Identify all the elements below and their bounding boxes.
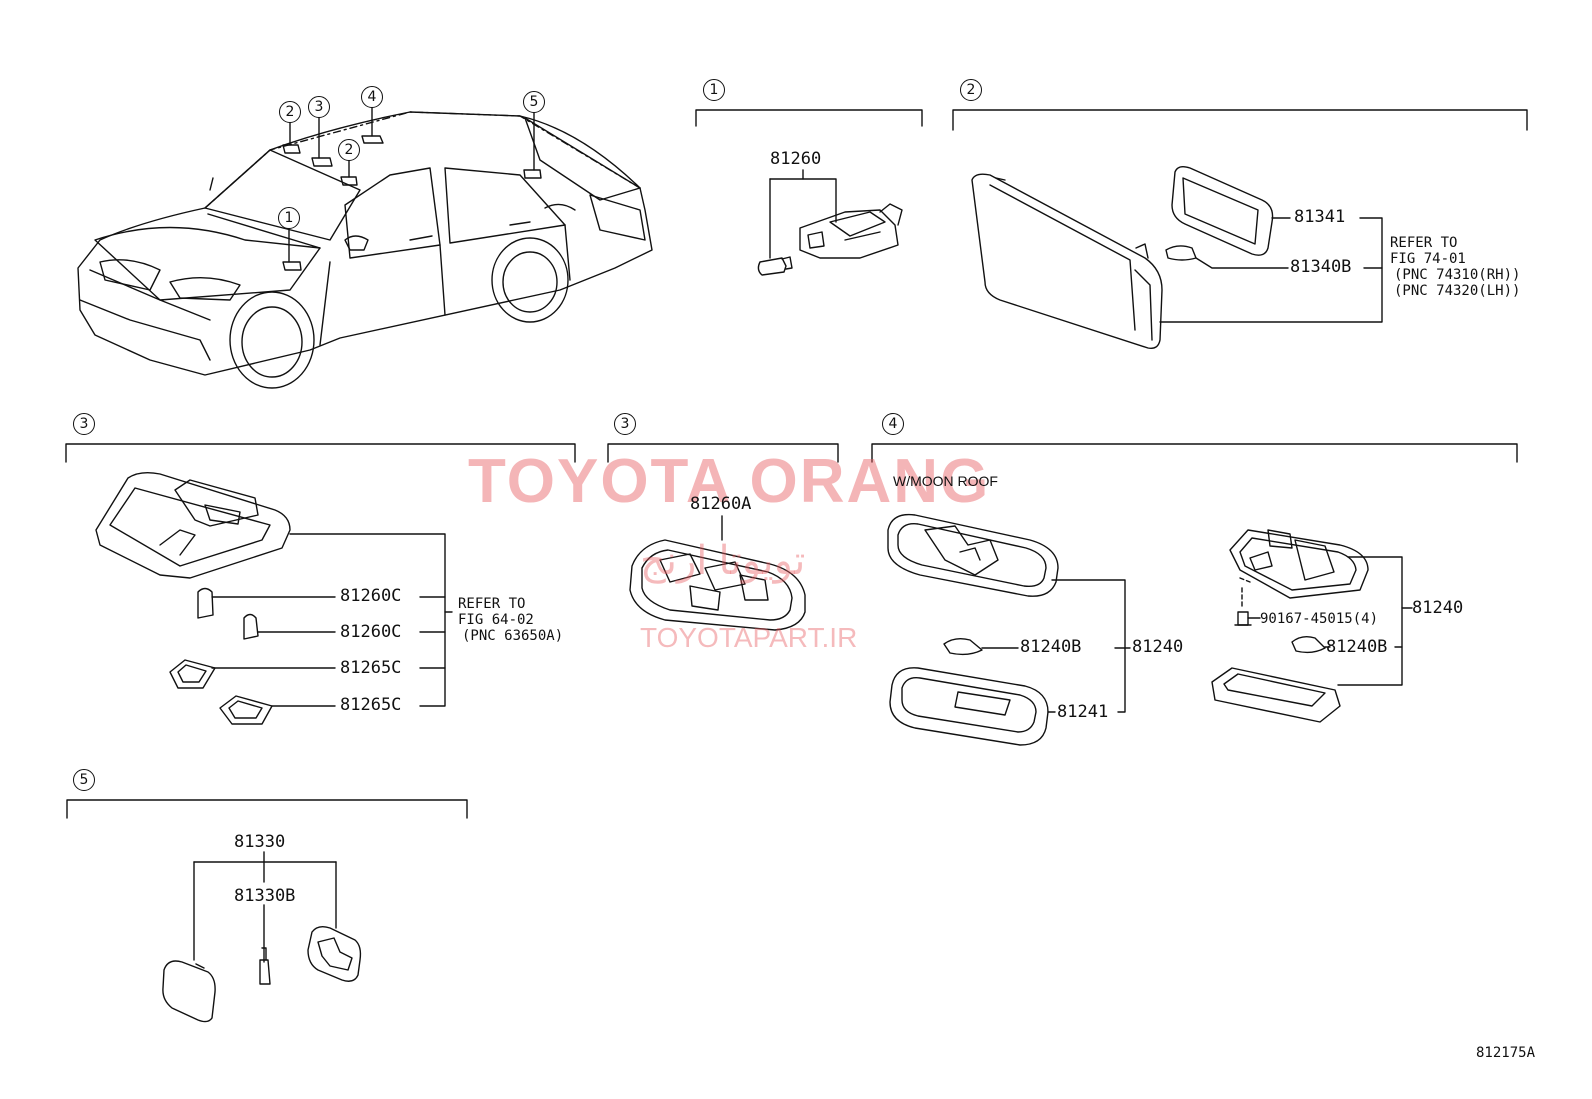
part-81341: 81341 [1294,207,1346,227]
figure-id: 812175A [1476,1045,1536,1061]
watermark-title: TOYOTA ORANG [468,447,991,516]
car-illustration [77,106,653,389]
refer-note-section-2-line3: (PNC 74310(RH)) [1394,267,1521,283]
section-2-number: 2 [960,79,982,101]
bracket-section-1 [695,109,923,127]
section-3b-parts [629,515,806,631]
watermark-arabic: تويوتا ارنج [640,539,806,583]
refer-note-section-3-line1: REFER TO [458,596,526,612]
watermark-site: TOYOTAPART.IR [640,622,858,653]
callout-car-5: 5 [523,91,545,113]
callout-car-2b: 2 [338,139,360,161]
part-81260A: 81260A [690,494,752,514]
section-5-parts [162,851,362,1023]
section-3a-parts [95,471,453,725]
bracket-section-3a [65,443,576,463]
part-81340B: 81340B [1290,257,1352,277]
callout-car-2a: 2 [279,101,301,123]
callout-car-3: 3 [308,96,330,118]
part-90167-45015: 90167-45015(4) [1260,611,1379,627]
section-1-number: 1 [703,79,725,101]
bracket-section-3b [607,443,839,463]
refer-note-section-2-line2: FIG 74-01 [1390,251,1466,267]
part-81241: 81241 [1057,702,1109,722]
part-81260C-1: 81260C [340,586,402,606]
refer-note-section-3-line3: (PNC 63650A) [462,628,564,644]
refer-note-section-3-line2: FIG 64-02 [458,612,534,628]
bracket-section-2 [952,109,1528,131]
callout-car-4: 4 [361,86,383,108]
refer-note-section-2-line4: (PNC 74320(LH)) [1394,283,1521,299]
part-81265C-2: 81265C [340,695,402,715]
section-2-parts [971,165,1383,350]
section-4-left-parts [887,513,1131,746]
moon-roof-note: W/MOON ROOF [893,473,998,489]
refer-note-section-2-line1: REFER TO [1390,235,1458,251]
bracket-section-4 [871,443,1518,463]
part-81265C-1: 81265C [340,658,402,678]
callout-car-1: 1 [278,207,300,229]
section-1-parts [757,169,903,276]
part-81240-1: 81240 [1132,637,1184,657]
section-4-right-parts [1211,529,1413,723]
bracket-section-5 [66,799,468,819]
section-3a-number: 3 [73,413,95,435]
part-81240-2: 81240 [1412,598,1464,618]
part-81240B-2: 81240B [1326,637,1388,657]
part-81260: 81260 [770,149,822,169]
part-81330B: 81330B [234,886,296,906]
section-4-number: 4 [882,413,904,435]
part-81330: 81330 [234,832,286,852]
part-81240B-1: 81240B [1020,637,1082,657]
section-3b-number: 3 [614,413,636,435]
section-5-number: 5 [73,769,95,791]
part-81260C-2: 81260C [340,622,402,642]
